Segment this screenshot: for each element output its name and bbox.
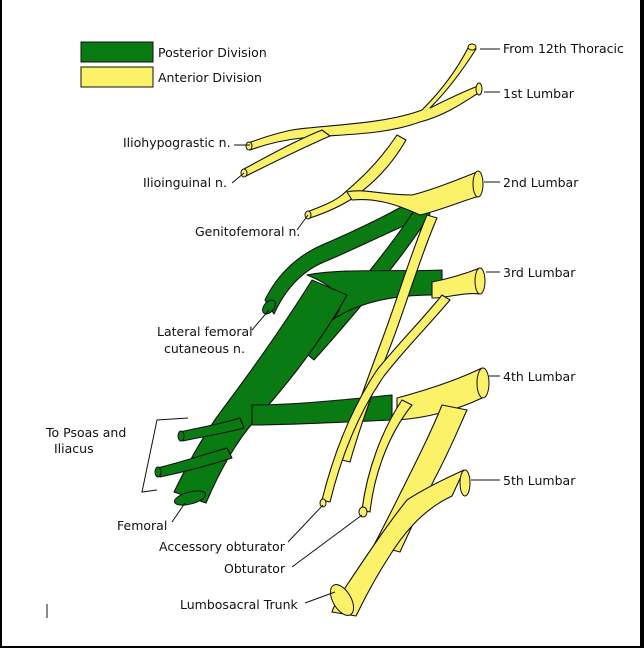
psoas-branch-lower-end [155, 467, 161, 477]
iliohypogastric-end [246, 142, 252, 150]
t12-l1-roots [248, 46, 480, 150]
l2-root-end [473, 171, 483, 197]
legend-swatch-posterior [81, 42, 153, 62]
root-labels: From 12th Thoracic 1st Lumbar 2nd Lumbar… [471, 41, 624, 488]
ilioinguinal-leader-line [232, 173, 244, 183]
label-ilioinguinal: Ilioinguinal n. [143, 175, 227, 190]
label-femoral: Femoral [117, 518, 167, 533]
l1-root-end [476, 83, 482, 95]
label-iliohypogastric: Iliohypograstic n. [123, 135, 231, 150]
accessory-obturator-end [320, 499, 326, 507]
label-obturator: Obturator [224, 561, 286, 576]
l3-root-end [475, 268, 485, 294]
obturator-end [359, 507, 367, 517]
lateral-femoral-leader-line [252, 310, 269, 330]
label-genitofemoral: Genitofemoral n. [195, 224, 300, 239]
legend-swatch-anterior [81, 67, 153, 87]
lumbosacral-leader-line [305, 592, 335, 603]
label-lateral-femoral-1: Lateral femoral [157, 324, 253, 339]
t12-root-end [468, 44, 476, 50]
accessory-obturator-leader-line [288, 505, 323, 542]
label-lumbosacral-trunk: Lumbosacral Trunk [180, 597, 298, 612]
nerve-labels: Iliohypograstic n. Ilioinguinal n. Genit… [45, 135, 362, 612]
psoas-branch-upper-end [178, 431, 184, 441]
label-l4: 4th Lumbar [503, 369, 576, 384]
label-l3: 3rd Lumbar [503, 265, 576, 280]
label-l1: 1st Lumbar [503, 86, 575, 101]
legend-label-posterior: Posterior Division [158, 45, 267, 60]
obturator-leader-line [292, 515, 362, 567]
legend: Posterior Division Anterior Division [81, 42, 267, 87]
label-psoas-2: Iliacus [54, 441, 94, 456]
label-accessory-obturator: Accessory obturator [159, 539, 286, 554]
label-psoas-1: To Psoas and [45, 425, 126, 440]
lumbosacral-trunk [332, 470, 464, 616]
label-lateral-femoral-2: cutaneous n. [164, 341, 245, 356]
l5-root-end [460, 470, 470, 496]
femoral-leader-line [172, 503, 185, 522]
label-l5: 5th Lumbar [503, 473, 576, 488]
label-t12: From 12th Thoracic [503, 41, 624, 56]
legend-label-anterior: Anterior Division [158, 70, 262, 85]
genitofemoral-branch [307, 135, 406, 218]
l4-root-end [477, 368, 489, 398]
label-l2: 2nd Lumbar [503, 175, 579, 190]
femoral-trunk [174, 280, 347, 503]
